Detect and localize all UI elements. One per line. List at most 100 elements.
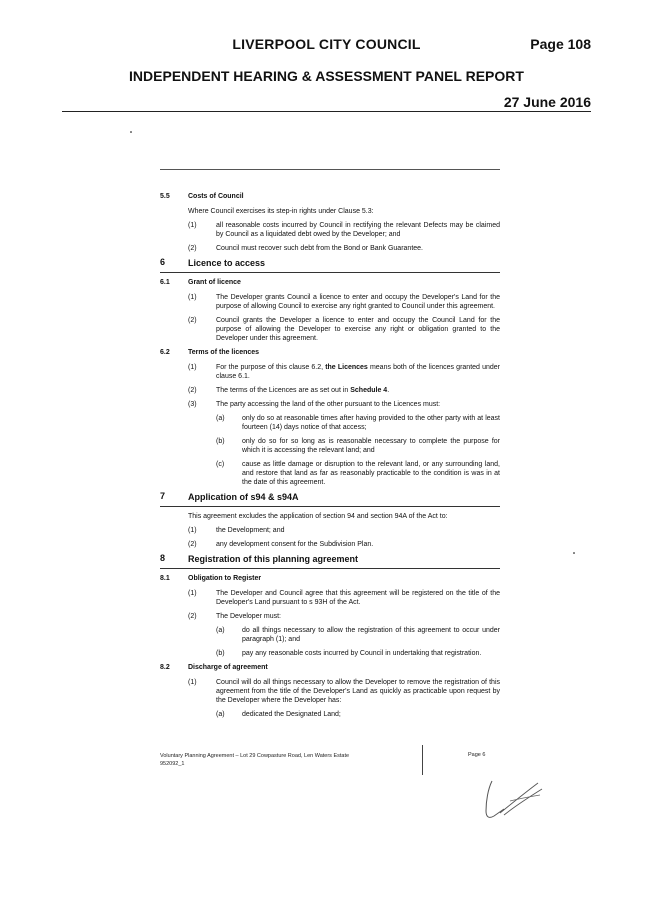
clause-6-2: 6.2 Terms of the licences <box>160 348 500 357</box>
clause-title: Discharge of agreement <box>188 664 268 671</box>
sub-text: cause as little damage or disruption to … <box>242 461 500 486</box>
clause-5-5: 5.5 Costs of Council <box>160 192 500 201</box>
item-text: any development consent for the Subdivis… <box>216 541 374 548</box>
footer-document-title: Voluntary Planning Agreement – Lot 29 Co… <box>160 753 350 759</box>
footer-divider <box>422 745 423 775</box>
item-text-post: means both of the licences granted under… <box>216 364 500 380</box>
report-date: 27 June 2016 <box>503 94 591 110</box>
item-text: Council grants the Developer a licence t… <box>216 317 500 342</box>
item-text: The party accessing the land of the othe… <box>216 401 441 408</box>
sub-text: do all things necessary to allow the reg… <box>242 627 500 643</box>
list-item: (1) Council will do all things necessary … <box>188 678 500 705</box>
section-title: Licence to access <box>188 258 266 268</box>
item-label: (3) <box>188 401 197 408</box>
council-name: LIVERPOOL CITY COUNCIL <box>232 36 421 52</box>
document-top-rule <box>160 169 500 170</box>
item-label: (1) <box>188 527 197 534</box>
item-label: (2) <box>188 613 197 620</box>
sub-label: (a) <box>216 415 225 422</box>
defined-term: the Licences <box>325 364 368 371</box>
report-title: INDEPENDENT HEARING & ASSESSMENT PANEL R… <box>129 68 524 84</box>
sub-label: (c) <box>216 461 225 468</box>
item-text-pre: The terms of the Licences are as set out… <box>216 387 351 394</box>
document-footer: Voluntary Planning Agreement – Lot 29 Co… <box>160 745 500 775</box>
item-label: (2) <box>188 541 197 548</box>
sub-label: (b) <box>216 650 225 657</box>
item-text-post: . <box>387 387 390 394</box>
list-item: (2) Council grants the Developer a licenc… <box>188 316 500 343</box>
clause-title: Grant of licence <box>188 279 241 286</box>
list-item: (1) The Developer grants Council a licenc… <box>188 293 500 311</box>
list-item: (3) The party accessing the land of the o… <box>188 400 500 409</box>
item-text: all reasonable costs incurred by Council… <box>216 222 500 238</box>
clause-8-1: 8.1 Obligation to Register <box>160 574 500 583</box>
item-text: The Developer must: <box>216 613 281 620</box>
sub-text: only do so for so long as is reasonable … <box>242 438 500 454</box>
signature-mark <box>485 780 543 818</box>
footer-reference: 952092_1 <box>160 761 185 767</box>
item-text: The Developer and Council agree that thi… <box>216 590 500 606</box>
footer-page-number: Page 6 <box>468 752 486 758</box>
item-label: (1) <box>188 364 197 371</box>
item-label: (1) <box>188 590 197 597</box>
list-item: (1) all reasonable costs incurred by Coun… <box>188 221 500 239</box>
sub-text: pay any reasonable costs incurred by Cou… <box>242 650 482 657</box>
sub-text: dedicated the Designated Land; <box>242 711 341 718</box>
clause-8-2: 8.2 Discharge of agreement <box>160 663 500 672</box>
clause-number: 8.2 <box>160 664 170 671</box>
item-text: Council will do all things necessary to … <box>216 679 500 704</box>
sub-item: (c) cause as little damage or disruption … <box>216 460 500 487</box>
sub-item: (b) only do so for so long as is reasonab… <box>216 437 500 455</box>
clause-title: Costs of Council <box>188 193 244 200</box>
list-item: (2) any development consent for the Subdi… <box>188 540 500 549</box>
sub-label: (a) <box>216 711 225 718</box>
sub-label: (b) <box>216 438 225 445</box>
clause-number: 6.1 <box>160 279 170 286</box>
section-8-heading: 8 Registration of this planning agreement <box>160 554 500 569</box>
section-number: 6 <box>160 257 166 267</box>
scan-speck <box>130 131 132 133</box>
item-label: (2) <box>188 245 197 252</box>
list-item: (2) Council must recover such debt from t… <box>188 244 500 253</box>
section-6-heading: 6 Licence to access <box>160 258 500 273</box>
clause-6-1: 6.1 Grant of licence <box>160 278 500 287</box>
item-text: The Developer grants Council a licence t… <box>216 294 500 310</box>
sub-item: (b) pay any reasonable costs incurred by … <box>216 649 500 658</box>
clause-title: Obligation to Register <box>188 575 262 582</box>
clause-intro: Where Council exercises its step-in righ… <box>188 208 374 215</box>
section-7-heading: 7 Application of s94 & s94A <box>160 492 500 507</box>
sub-item: (a) only do so at reasonable times after … <box>216 414 500 432</box>
scan-speck <box>573 552 575 554</box>
item-label: (1) <box>188 222 197 229</box>
item-text-pre: For the purpose of this clause 6.2, <box>216 364 326 371</box>
item-label: (1) <box>188 679 197 686</box>
list-item: (1) the Development; and <box>188 526 500 535</box>
section-number: 7 <box>160 491 166 501</box>
list-item: (2) The Developer must: <box>188 612 500 621</box>
clause-number: 5.5 <box>160 193 170 200</box>
sub-text: only do so at reasonable times after hav… <box>242 415 500 431</box>
schedule-reference: Schedule 4 <box>350 387 388 394</box>
item-text: the Development; and <box>216 527 285 534</box>
section-title: Registration of this planning agreement <box>188 554 359 564</box>
sub-item: (a) dedicated the Designated Land; <box>216 710 500 719</box>
section-title: Application of s94 & s94A <box>188 492 299 502</box>
header-divider <box>62 111 591 112</box>
sub-label: (a) <box>216 627 225 634</box>
item-label: (2) <box>188 387 197 394</box>
item-label: (2) <box>188 317 197 324</box>
section-number: 8 <box>160 553 166 563</box>
clause-number: 6.2 <box>160 349 170 356</box>
footer-left: Voluntary Planning Agreement – Lot 29 Co… <box>160 752 349 768</box>
page-number: Page 108 <box>530 36 591 52</box>
section-intro: This agreement excludes the application … <box>188 513 448 520</box>
item-text: Council must recover such debt from the … <box>216 245 423 252</box>
clause-title: Terms of the licences <box>188 349 260 356</box>
list-item: (1) For the purpose of this clause 6.2, t… <box>188 363 500 381</box>
sub-item: (a) do all things necessary to allow the … <box>216 626 500 644</box>
list-item: (1) The Developer and Council agree that … <box>188 589 500 607</box>
document-body: 5.5 Costs of Council Where Council exerci… <box>160 192 500 724</box>
clause-number: 8.1 <box>160 575 170 582</box>
item-label: (1) <box>188 294 197 301</box>
list-item: (2) The terms of the Licences are as set … <box>188 386 500 395</box>
